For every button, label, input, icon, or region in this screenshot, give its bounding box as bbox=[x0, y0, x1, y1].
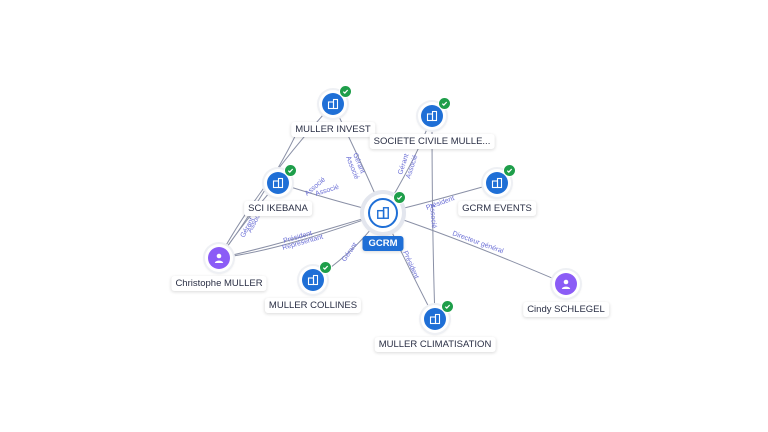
svg-text:Gérant: Gérant bbox=[341, 242, 359, 264]
svg-text:Associé: Associé bbox=[428, 204, 437, 229]
check-badge-icon bbox=[393, 191, 406, 204]
relation-label-muller-collines: Gérant bbox=[341, 242, 359, 264]
check-badge-icon bbox=[438, 97, 451, 110]
pin-pointer bbox=[378, 229, 388, 236]
building-icon bbox=[421, 105, 443, 127]
svg-text:Directeur général: Directeur général bbox=[451, 230, 504, 255]
node-label[interactable]: GCRM EVENTS bbox=[458, 201, 536, 216]
center-label[interactable]: GCRM bbox=[362, 236, 404, 251]
building-icon bbox=[302, 269, 324, 291]
relation-label-societe-civile: Gérant Associé bbox=[397, 153, 419, 180]
edge-cindy-gcrm bbox=[382, 212, 567, 285]
check-badge-icon bbox=[319, 261, 332, 274]
node-label[interactable]: MULLER COLLINES bbox=[264, 298, 362, 313]
building-icon bbox=[368, 198, 398, 228]
relation-label-cindy: Directeur général bbox=[451, 230, 504, 255]
check-badge-icon bbox=[284, 164, 297, 177]
relation-label-christophe-gcrm: Président Représentant bbox=[282, 230, 324, 252]
building-icon bbox=[486, 172, 508, 194]
check-badge-icon bbox=[441, 300, 454, 313]
node-label[interactable]: Cindy SCHLEGEL bbox=[523, 302, 609, 317]
edge-christophe-gcrm-b bbox=[218, 212, 384, 259]
svg-text:Président: Président bbox=[401, 250, 419, 280]
check-badge-icon bbox=[339, 85, 352, 98]
person-icon bbox=[208, 247, 230, 269]
node-label[interactable]: MULLER INVEST bbox=[291, 122, 375, 137]
node-label[interactable]: Christophe MULLER bbox=[171, 276, 267, 291]
node-label[interactable]: SCI IKEBANA bbox=[244, 201, 312, 216]
building-icon bbox=[424, 308, 446, 330]
node-label[interactable]: MULLER CLIMATISATION bbox=[374, 337, 496, 352]
building-icon bbox=[322, 93, 344, 115]
relation-label-societe-civile-climatisation: Associé bbox=[428, 204, 437, 229]
node-label[interactable]: SOCIETE CIVILE MULLE... bbox=[369, 134, 495, 149]
building-icon bbox=[267, 172, 289, 194]
relation-label-muller-invest: Gérant Associé bbox=[344, 152, 366, 180]
relation-label-muller-climatisation: Président bbox=[401, 250, 419, 280]
check-badge-icon bbox=[503, 164, 516, 177]
person-icon bbox=[555, 273, 577, 295]
